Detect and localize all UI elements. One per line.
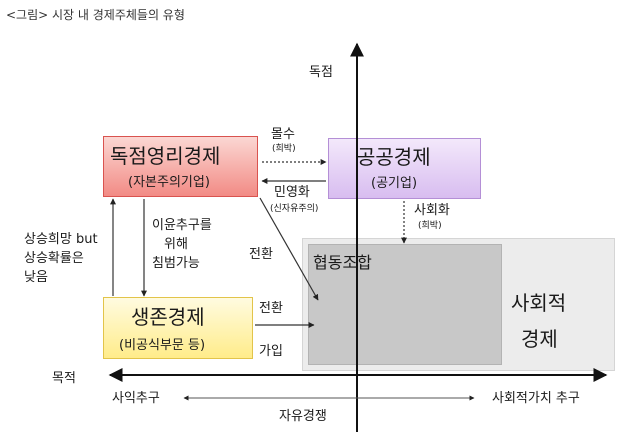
axis-label-bottom-left: 사익추구 [112, 391, 160, 406]
axis-label-left: 목적 [52, 371, 76, 386]
social-economy-line2: 경제 [521, 327, 558, 351]
monopoly-subtitle: (자본주의기업) [128, 175, 210, 190]
convert-label-2: 전환 [259, 301, 283, 316]
monopoly-title: 독점영리경제 [110, 144, 221, 168]
confiscation-label: 몰수 [271, 127, 295, 142]
socialization-note: (희박) [418, 221, 442, 231]
monopoly-economy-box [103, 136, 258, 197]
survival-title: 생존경제 [131, 305, 205, 329]
cooperative-title: 협동조합 [313, 253, 372, 272]
profit-note-line1: 이윤추구를 [152, 218, 212, 233]
cooperative-box [308, 244, 502, 365]
profit-note-line2: 위해 [164, 237, 188, 252]
axis-label-bottom-right: 사회적가치 추구 [492, 391, 580, 406]
profit-note-line3: 침범가능 [152, 256, 200, 271]
public-title: 공공경제 [357, 145, 431, 169]
convert-label-1: 전환 [249, 247, 273, 262]
survival-economy-box [103, 297, 253, 359]
left-note-line1: 상승희망 but [24, 232, 98, 247]
social-economy-line1: 사회적 [511, 291, 567, 315]
privatization-note: (신자유주의) [270, 204, 319, 214]
axis-label-top: 독점 [309, 65, 333, 80]
public-subtitle: (공기업) [371, 176, 418, 191]
public-economy-box [328, 138, 481, 199]
monopoly-to-coop-arrow [259, 197, 319, 301]
figure-caption: <그림> 시장 내 경제주체들의 유형 [6, 8, 185, 22]
confiscation-note: (희박) [272, 144, 296, 154]
join-label: 가입 [259, 344, 283, 359]
survival-subtitle: (비공식부문 등) [119, 338, 206, 353]
axis-label-bottom-center: 자유경쟁 [279, 409, 327, 424]
privatization-label: 민영화 [274, 185, 310, 200]
socialization-label: 사회화 [414, 203, 450, 218]
left-note-line2: 상승확률은 [24, 251, 84, 266]
left-note-line3: 낮음 [24, 270, 48, 285]
